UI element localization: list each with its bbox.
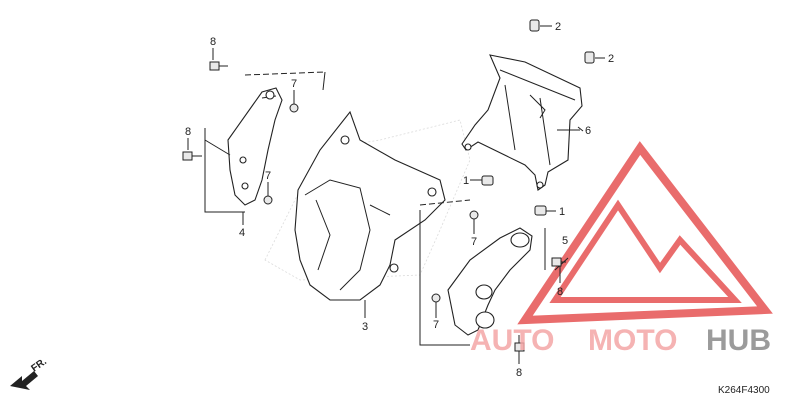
callout-6: 6: [585, 125, 591, 137]
fastener-collar-2b: [584, 51, 595, 64]
callout-3: 3: [362, 321, 368, 333]
fastener-screw-7d: [431, 293, 441, 303]
front-direction-arrow: FR.: [10, 356, 49, 390]
fastener-screw-7a: [289, 103, 299, 113]
callout-7-left: 7: [265, 170, 271, 182]
fastener-nut-1b: [534, 205, 547, 216]
callout-5: 5: [562, 235, 568, 247]
part-4-group: [204, 71, 326, 213]
watermark-moto: MOTO: [588, 324, 677, 357]
watermark-logo: [517, 141, 773, 325]
callout-8-top-left: 8: [210, 36, 216, 48]
fastener-bolt-8b: [182, 151, 202, 161]
fastener-nut-1a: [481, 175, 494, 186]
callout-2-upper: 2: [555, 21, 561, 33]
callout-1-left: 1: [463, 175, 469, 187]
callout-8-mid-left: 8: [185, 126, 191, 138]
leader-lines: [187, 25, 605, 364]
callout-8-right: 8: [557, 286, 563, 298]
callout-7-center: 7: [471, 236, 477, 248]
fastener-collar-2a: [529, 19, 540, 32]
watermark-hub: HUB: [706, 324, 771, 357]
part-code-label: K264F4300: [718, 385, 770, 396]
watermark-text: AUTO MOTO HUB: [470, 324, 771, 357]
fastener-bolt-8a: [209, 61, 228, 71]
direction-label: FR.: [29, 356, 49, 374]
callout-2-lower: 2: [608, 53, 614, 65]
part-3-inner-cowl: [294, 110, 446, 301]
callout-8-bottom: 8: [516, 367, 522, 379]
callout-7-upper: 7: [291, 78, 297, 90]
part-5-group: [419, 199, 569, 346]
watermark-auto: AUTO: [470, 324, 554, 357]
part-6-frame-stay: [461, 54, 584, 191]
callout-4: 4: [239, 227, 245, 239]
callout-7-lower: 7: [433, 319, 439, 331]
fastener-screw-7b: [263, 195, 273, 205]
fastener-bolt-8c: [551, 257, 566, 267]
callout-1-right: 1: [559, 206, 565, 218]
fastener-screw-7c: [469, 210, 479, 220]
